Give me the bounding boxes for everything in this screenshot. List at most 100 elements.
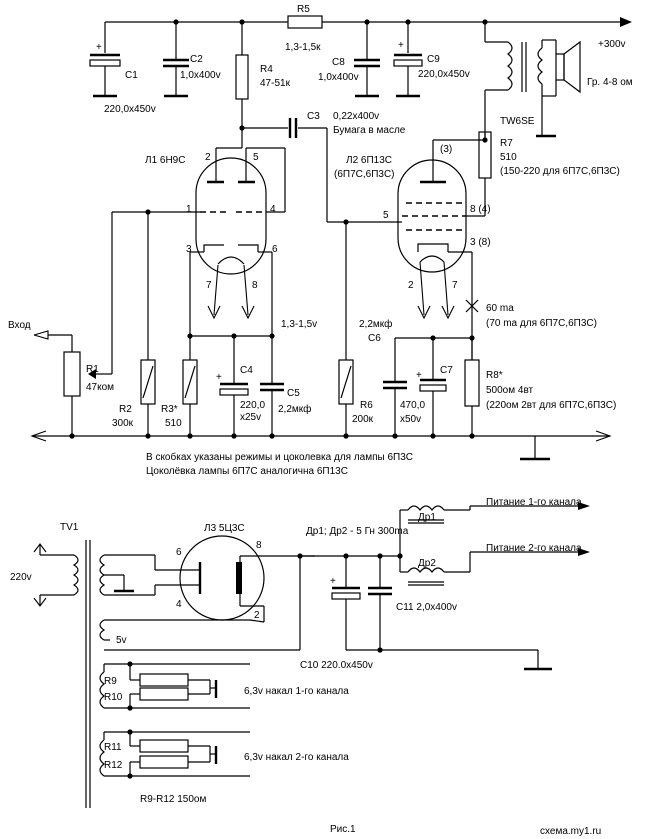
label-r6: R6 <box>360 400 373 411</box>
label-r7-alt: (150-220 для 6П7С,6П3С) <box>500 166 620 177</box>
junction-dot <box>377 647 383 653</box>
label-plus: + <box>330 576 336 587</box>
speaker-magnet <box>555 53 565 81</box>
label-pin: 7 <box>206 280 212 291</box>
resistor-r10 <box>139 687 189 701</box>
capacitor-c7-body <box>419 384 447 392</box>
resistor-r9 <box>139 673 189 687</box>
label-pin: 3 (8) <box>470 237 491 248</box>
label-pin: 5 <box>253 152 259 163</box>
junction-dot <box>392 433 398 439</box>
choke-dr1 <box>407 505 445 511</box>
label-c11: C11 2,0x400v <box>396 602 457 613</box>
measure-cross-icon <box>465 299 479 313</box>
input-arrow-icon <box>33 330 49 340</box>
label-r4: R4 <box>260 64 273 75</box>
label-l2: Л2 6П13С <box>346 155 392 166</box>
heater-lead <box>443 261 449 316</box>
transformer-primary <box>507 41 513 91</box>
label-r2-value: 300к <box>112 418 134 429</box>
wire <box>249 619 265 623</box>
label-c3: C3 <box>307 111 320 122</box>
cathode-l1b <box>238 244 259 252</box>
heater-arrow-icon <box>207 305 221 320</box>
label-c9: C9 <box>427 54 440 65</box>
label-pin: 2 <box>205 152 211 163</box>
label-c3-value: 0,22x400v <box>333 111 379 122</box>
junction-dot <box>269 433 275 439</box>
label-r12: R12 <box>104 760 123 771</box>
junction-dot <box>397 553 403 559</box>
label-c7: C7 <box>440 365 453 376</box>
label-dr2: Др2 <box>418 558 436 569</box>
label-pin: (3) <box>440 144 452 155</box>
junction-dot <box>343 433 349 439</box>
label-pin: 8 <box>256 540 262 551</box>
tube-l3-envelope <box>179 535 265 621</box>
wiper-arrow-icon <box>88 369 96 379</box>
junction-dot <box>430 433 436 439</box>
label-5v: 5v <box>116 635 127 646</box>
label-mains: 220v <box>10 572 32 583</box>
label-r1-value: 47ком <box>86 382 114 393</box>
label-tv1: TV1 <box>60 522 79 533</box>
capacitor-c9-body <box>393 59 423 67</box>
out-arrow-icon <box>578 548 590 556</box>
label-pin: 2 <box>254 610 260 621</box>
cathode-l3 <box>236 562 242 594</box>
label-l3: Л3 5Ц3С <box>204 523 245 534</box>
label-pin: 6 <box>176 547 182 558</box>
label-chokes: Др1; Др2 - 5 Гн 300ma <box>306 526 409 537</box>
heater-arrow-icon <box>441 305 455 320</box>
resistor-slash <box>184 365 196 399</box>
label-r6-value: 200к <box>352 414 374 425</box>
label-pin: 7 <box>452 280 458 291</box>
resistor-r7 <box>478 131 492 179</box>
label-c5-value: 2,2мкф <box>278 403 311 415</box>
heater-lead <box>213 264 219 316</box>
label-c4-voltage: x25v <box>240 412 261 423</box>
heater-arrow-icon <box>241 305 255 320</box>
label-r5-value: 1,3-1,5к <box>285 42 321 53</box>
label-pin: 1 <box>186 204 192 215</box>
label-r8-value: 500ом 4вт <box>486 385 534 396</box>
label-c7-value: 470,0 <box>400 400 425 411</box>
label-c1: C1 <box>125 70 138 81</box>
label-c9-value: 220,0x450v <box>418 69 470 80</box>
cathode-l2 <box>417 243 449 252</box>
label-pin: 8 (4) <box>470 204 491 215</box>
label-plus: + <box>398 40 404 51</box>
label-r3-value: 510 <box>165 418 182 429</box>
out-arrow-icon <box>578 502 590 510</box>
label-pin: 5 <box>383 210 389 221</box>
label-pin: 6 <box>272 244 278 255</box>
heater-lead <box>419 261 425 316</box>
label-current: 60 ma <box>486 303 514 314</box>
label-tw6se: TW6SE <box>500 116 535 127</box>
label-c10: C10 220.0x450v <box>300 660 373 671</box>
label-r7: R7 <box>500 138 513 149</box>
resistor-r12 <box>139 755 189 769</box>
label-r3: R3* <box>161 404 178 415</box>
note-line-1: В скобках указаны режимы и цоколевка для… <box>146 451 413 463</box>
junction-dot <box>231 433 237 439</box>
label-speaker: Гр. 4-8 ом <box>587 77 633 88</box>
label-c8: C8 <box>332 57 345 68</box>
label-c5: C5 <box>287 388 300 399</box>
junction-dot <box>69 433 75 439</box>
heater-arrow-icon <box>417 305 431 320</box>
label-plus: + <box>216 372 222 383</box>
label-pin: 4 <box>176 599 182 610</box>
choke-dr2 <box>407 567 445 573</box>
label-pin: 4 <box>270 204 276 215</box>
capacitor-c10-body <box>331 592 361 600</box>
note-line-2: Цоколёвка лампы 6П7С аналогична 6П13С <box>146 466 348 477</box>
label-supply-ch1: Питание 1-го канала <box>486 497 582 508</box>
label-r2: R2 <box>119 404 132 415</box>
label-plus: + <box>96 42 102 53</box>
label-voltage: 1,3-1,5v <box>281 319 317 330</box>
label-r1: R1 <box>86 364 99 375</box>
resistor-slash <box>142 365 154 399</box>
label-c8-value: 1,0x400v <box>318 72 359 83</box>
